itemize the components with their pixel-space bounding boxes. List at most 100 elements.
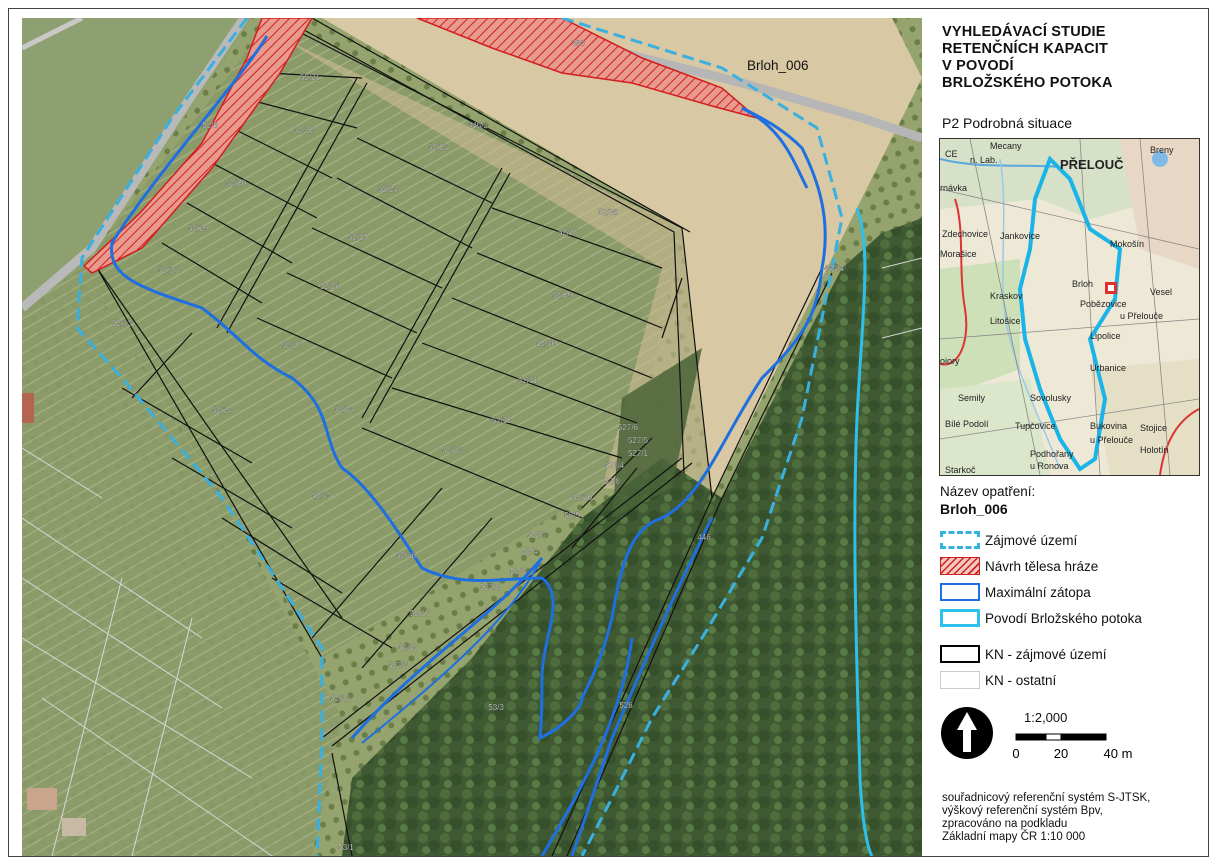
legend-item-dam: Návrh tělesa hráze	[940, 556, 1098, 576]
map-label-measure: Brloh_006	[747, 58, 809, 73]
parcel-label: 52/27	[282, 341, 303, 350]
parcel-label: 52/32	[492, 416, 513, 425]
parcel-label: 53/1	[338, 843, 354, 852]
dam-body-west	[82, 18, 313, 274]
kn-other-lines	[22, 257, 922, 856]
parcel-label: 52/14	[212, 406, 233, 415]
map-canvas[interactable]: Brloh_006 38052/2152/2252/23445/252/652/…	[22, 18, 922, 856]
footer-notes: souřadnicový referenční systém S-JTSK, v…	[942, 792, 1202, 844]
parcel-label: 52/25	[348, 233, 369, 242]
inset-place-label: oiory	[940, 356, 960, 366]
inset-place-label: Podhořany	[1030, 449, 1074, 459]
parcel-label: 527/3	[388, 661, 409, 670]
legend-panel: VYHLEDÁVACÍ STUDIE RETENČNÍCH KAPACIT V …	[930, 16, 1210, 856]
measure-name-value: Brloh_006	[940, 501, 1008, 517]
inset-place-label: Mokošín	[1110, 239, 1144, 249]
inset-place-label: rnávka	[940, 183, 967, 193]
parcel-label: 52/29	[552, 291, 573, 300]
parcel-label: 52/28	[558, 228, 579, 237]
parcel-label: 52/24	[378, 185, 399, 194]
inset-place-label: Breny	[1150, 145, 1174, 155]
legend-label: KN - ostatní	[985, 672, 1057, 688]
inset-place-label: Urbanice	[1090, 363, 1126, 373]
parcel-label: 52/21	[300, 73, 321, 82]
road-small	[22, 18, 84, 51]
inset-place-label: Stojice	[1140, 423, 1167, 433]
parcel-label: 52/10	[572, 493, 593, 502]
inset-place-label: Kraskov	[990, 291, 1023, 301]
inset-place-label: Lipolice	[1090, 331, 1121, 341]
parcel-label: 527/2	[480, 583, 501, 592]
dam-body-north	[416, 18, 758, 119]
parcel-label: 527/4	[604, 461, 625, 470]
inset-place-label: u Přelouče	[1090, 435, 1133, 445]
kn-parcel-lines	[96, 18, 833, 856]
road-west	[22, 18, 248, 312]
inset-place-label: Zdechovice	[942, 229, 988, 239]
inset-place-label: Jankovice	[1000, 231, 1040, 241]
parcel-label: 52/19	[188, 224, 209, 233]
inset-place-label: Brloh	[1072, 279, 1093, 289]
stream-channel	[350, 557, 544, 739]
building	[27, 788, 57, 810]
legend-label: Maximální zátopa	[985, 584, 1091, 600]
parcel-label: 52/3	[510, 567, 526, 576]
field-southwest	[22, 268, 342, 856]
max-flood-outline	[110, 35, 827, 741]
parcel-label: 445/4	[824, 264, 845, 273]
scale-area: 1:2,000 0 20 40 m	[940, 706, 1200, 786]
footer-line: výškový referenční systém Bpv,	[942, 805, 1103, 817]
parcel-label: 52/36	[598, 208, 619, 217]
parcel-label: 527/7	[527, 531, 548, 540]
stream-channel-south	[540, 637, 634, 856]
legend-item-kn-area: KN - zájmové území	[940, 644, 1107, 664]
legend-label: Povodí Brložského potoka	[985, 610, 1142, 626]
scale-ratio: 1:2,000	[1024, 710, 1068, 725]
parcel-label: 52/26	[320, 282, 341, 291]
footer-line: zpracováno na podkladu	[942, 818, 1068, 830]
parcel-label: 52/13	[112, 319, 133, 328]
inset-place-label: PŘELOUČ	[1060, 157, 1124, 172]
parcel-label: 52/31	[518, 376, 539, 385]
parcel-label: 526	[619, 701, 633, 710]
inset-place-label: Semily	[958, 393, 986, 403]
inset-place-label: Vesel	[1150, 287, 1172, 297]
parcel-label: 52/5	[564, 511, 580, 520]
legend-item-kn-other: KN - ostatní	[940, 670, 1056, 690]
parcel-label: 52/23	[428, 143, 449, 152]
parcel-label: 52/12	[330, 694, 351, 703]
parcel-label: 445/2	[468, 121, 489, 130]
parcel-label: 52/15	[312, 491, 333, 500]
parcel-label: 52/20	[226, 179, 247, 188]
stream-channel-2	[361, 557, 543, 744]
inset-place-label: Bílé Podolí	[945, 419, 989, 429]
building	[62, 818, 86, 836]
legend-label: Zájmové území	[985, 532, 1078, 548]
legend-item-max-flood: Maximální zátopa	[940, 582, 1091, 602]
parcel-label: 52/8	[604, 477, 620, 486]
map-title: VYHLEDÁVACÍ STUDIE RETENČNÍCH KAPACIT V …	[942, 24, 1113, 91]
inset-place-label: Pobězovice	[1080, 299, 1127, 309]
north-arrow-icon	[941, 707, 993, 759]
parcel-label: 527/5	[628, 436, 649, 445]
parcel-label: 52/18	[158, 266, 179, 275]
forest-area	[342, 218, 922, 856]
bare-field	[322, 18, 922, 498]
stream-channel-east	[570, 517, 714, 856]
parcel-label: 52/22	[294, 126, 315, 135]
measure-name-label: Název opatření:	[940, 484, 1036, 499]
scale-tick-1: 20	[1054, 746, 1068, 761]
forest-edge	[612, 348, 702, 518]
black-box-icon	[940, 645, 980, 663]
max-flood-outline-ne	[741, 106, 809, 189]
inset-place-label: Mecany	[990, 141, 1022, 151]
parcel-label: 380	[571, 39, 585, 48]
inset-place-label: Sovolusky	[1030, 393, 1072, 403]
building	[22, 393, 34, 423]
inset-place-label: Morašice	[940, 249, 977, 259]
inset-place-label: CE	[945, 149, 958, 159]
inset-place-label: Tupčovice	[1015, 421, 1056, 431]
